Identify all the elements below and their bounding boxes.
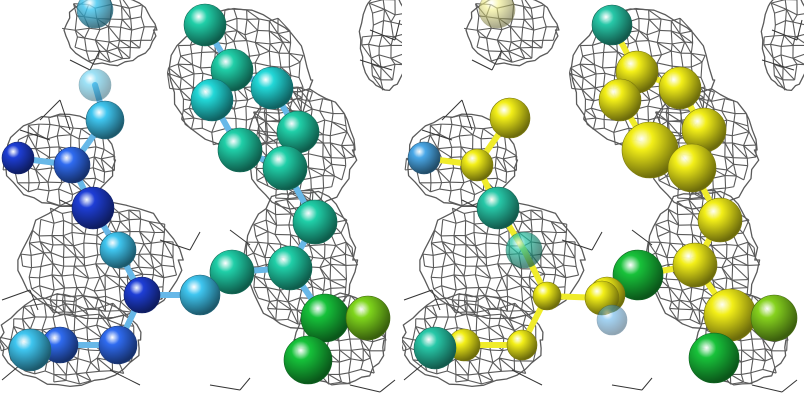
atom-sphere [183, 3, 227, 47]
atom-spheres [407, 0, 798, 384]
atom-sphere [460, 148, 494, 182]
atom-sphere [85, 100, 125, 140]
atom-sphere [672, 242, 718, 288]
atom-sphere [697, 197, 743, 243]
atom-sphere [598, 78, 642, 122]
atom-sphere [250, 66, 294, 110]
left-density-render [0, 0, 402, 393]
atom-sphere [53, 146, 91, 184]
atom-sphere [78, 68, 112, 102]
atom-sphere [209, 249, 255, 295]
atom-sphere [413, 326, 457, 370]
right-density-render [402, 0, 804, 393]
atom-sphere [210, 48, 254, 92]
atom-sphere [76, 0, 114, 29]
atom-sphere [407, 141, 441, 175]
atom-sphere [612, 249, 664, 301]
atom-sphere [591, 4, 633, 46]
atom-sphere [8, 328, 52, 372]
atom-sphere [667, 143, 717, 193]
atom-sphere [1, 141, 35, 175]
atom-sphere [292, 199, 338, 245]
atom-sphere [478, 0, 516, 29]
atom-sphere [71, 186, 115, 230]
atom-sphere [506, 329, 538, 361]
atom-sphere [99, 231, 137, 269]
density-mesh-edge [760, 0, 804, 92]
left-structure-panel [0, 0, 402, 393]
atom-sphere [532, 281, 562, 311]
atom-sphere [658, 66, 702, 110]
atom-sphere [267, 245, 313, 291]
atom-sphere [505, 231, 543, 269]
atom-sphere [489, 97, 531, 139]
stick-fragments [1, 19, 401, 393]
atom-sphere [476, 186, 520, 230]
atom-sphere [688, 332, 740, 384]
density-mesh-edge [358, 0, 402, 92]
atom-sphere [217, 127, 263, 173]
atom-spheres [1, 0, 391, 385]
atom-sphere [123, 276, 161, 314]
stick-fragments [403, 19, 803, 393]
atom-sphere [190, 78, 234, 122]
atom-sphere [300, 293, 350, 343]
atom-sphere [750, 294, 798, 342]
atom-sphere [283, 335, 333, 385]
atom-sphere [262, 145, 308, 191]
atom-sphere [596, 304, 628, 336]
atom-sphere [179, 274, 221, 316]
atom-sphere [345, 295, 391, 341]
atom-sphere [98, 325, 138, 365]
right-structure-panel [402, 0, 804, 400]
